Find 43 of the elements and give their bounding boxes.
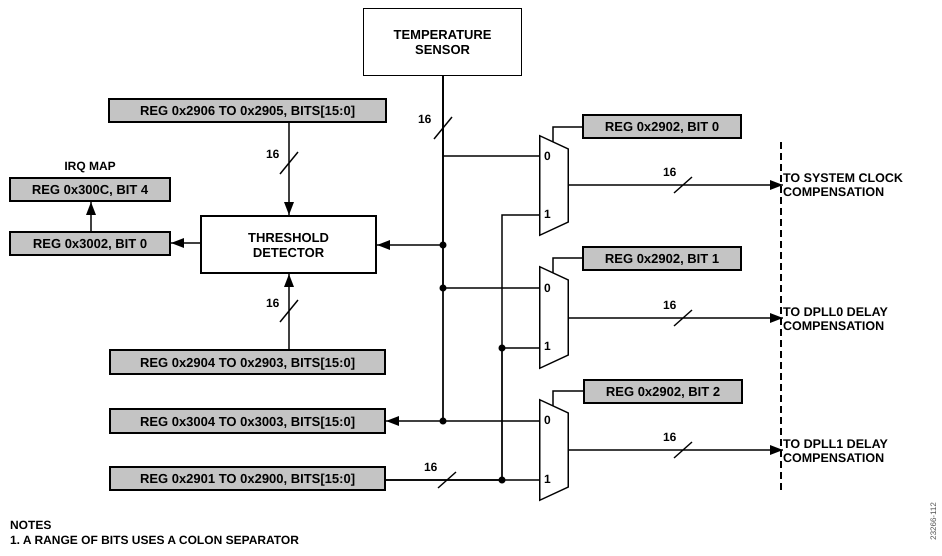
input-label: 0 (544, 280, 551, 296)
note-text: 1. A RANGE OF BITS USES A COLON SEPARATOR (10, 533, 299, 547)
register-box: REG 0x2906 TO 0x2905, BITS[15:0] (108, 98, 387, 123)
arrow (171, 238, 200, 248)
register-box: REG 0x2904 TO 0x2903, BITS[15:0] (109, 349, 386, 375)
arrow (284, 123, 294, 215)
notes-heading: NOTES (10, 518, 52, 532)
register-box: REG 0x2902, BIT 2 (583, 379, 743, 404)
arrow (86, 202, 96, 231)
output-label: TO DPLL0 DELAY COMPENSATION (783, 305, 939, 335)
connector-line (386, 214, 539, 481)
edge-label: 16 (418, 112, 432, 126)
edge-label: 16 (266, 147, 280, 161)
register-box: REG 0x2901 TO 0x2900, BITS[15:0] (109, 466, 386, 491)
edge-label: 16 (424, 460, 438, 474)
arrow (569, 180, 783, 190)
connector-line (552, 390, 583, 406)
arrow (569, 313, 783, 323)
output-label: TO SYSTEM CLOCK COMPENSATION (783, 171, 939, 201)
edge-label: 16 (663, 165, 676, 179)
connector-line (552, 257, 582, 273)
register-box: REG 0x2902, BIT 0 (582, 114, 742, 139)
heading-label: IRQ MAP (64, 160, 116, 175)
register-box: REG 0x3002, BIT 0 (9, 231, 171, 256)
output-label: TO DPLL1 DELAY COMPENSATION (783, 437, 939, 467)
register-box: REG 0x3004 TO 0x3003, BITS[15:0] (109, 408, 386, 434)
edge-label: 16 (663, 298, 676, 312)
process-box: TEMPERATURE SENSOR (363, 8, 522, 76)
edge-label: 16 (663, 430, 676, 444)
input-label: 1 (544, 470, 551, 487)
input-label: 0 (544, 148, 551, 164)
input-label: 1 (544, 338, 551, 354)
input-label: 1 (544, 206, 551, 222)
process-box: THRESHOLD DETECTOR (200, 215, 377, 274)
figure-number: 23266-112 (929, 501, 939, 542)
connector-line (442, 76, 539, 422)
arrow (284, 274, 294, 349)
arrow (569, 445, 783, 455)
register-box: REG 0x300C, BIT 4 (9, 177, 171, 202)
register-box: REG 0x2902, BIT 1 (582, 246, 742, 271)
edge-label: 16 (266, 296, 280, 310)
connector-line (552, 126, 582, 142)
input-label: 0 (544, 412, 551, 428)
